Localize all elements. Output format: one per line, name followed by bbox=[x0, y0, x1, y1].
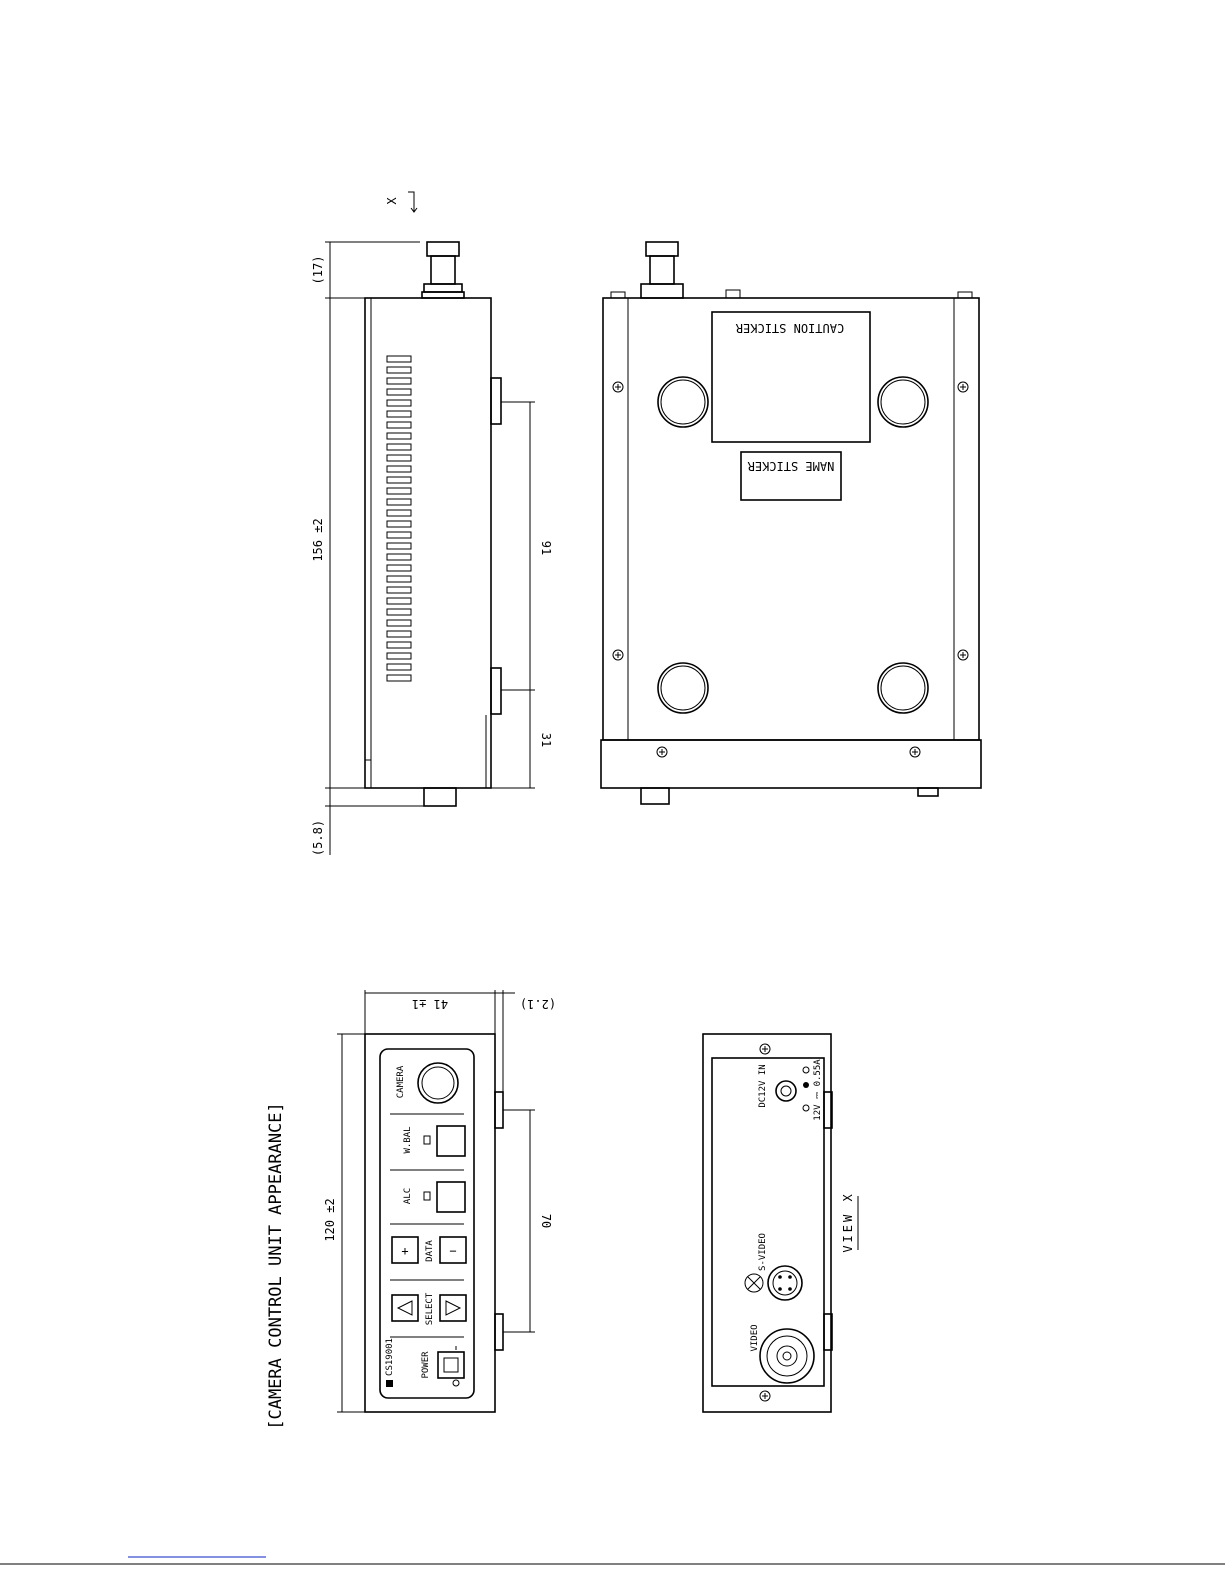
video-bnc-connector[interactable] bbox=[760, 1329, 814, 1383]
vent-slot bbox=[387, 433, 411, 439]
select-left-button[interactable] bbox=[392, 1295, 418, 1321]
select-label: SELECT bbox=[425, 1292, 435, 1325]
camera-connector[interactable] bbox=[418, 1063, 458, 1103]
ventilation-slots bbox=[387, 356, 411, 681]
rubber-foot-1 bbox=[658, 377, 708, 427]
data-label: DATA bbox=[425, 1240, 435, 1262]
alc-label: ALC bbox=[403, 1188, 413, 1204]
bottom-connector-side bbox=[424, 788, 456, 806]
foot-top bbox=[491, 378, 501, 424]
vent-slot bbox=[387, 587, 411, 593]
wbal-button[interactable] bbox=[437, 1126, 465, 1156]
vent-slot bbox=[387, 554, 411, 560]
vent-slot bbox=[387, 411, 411, 417]
wbal-label: W.BAL bbox=[403, 1126, 413, 1153]
triangle-right-icon bbox=[446, 1301, 460, 1315]
vent-slot bbox=[387, 598, 411, 604]
power-button[interactable] bbox=[438, 1352, 464, 1378]
caution-sticker-label: CAUTION STICKER bbox=[735, 321, 844, 335]
rating-label: 12V ⎓ 0.55A bbox=[813, 1059, 823, 1121]
vent-slot bbox=[387, 576, 411, 582]
vent-slot bbox=[387, 466, 411, 472]
vent-slot bbox=[387, 664, 411, 670]
dim-top-offset: (17) bbox=[311, 256, 325, 285]
vent-slot bbox=[387, 444, 411, 450]
view-x-label: VIEW X bbox=[841, 1191, 855, 1252]
minus-icon: − bbox=[449, 1244, 456, 1258]
view-arrow-icon bbox=[408, 192, 417, 212]
wbal-led bbox=[424, 1136, 430, 1144]
vent-slot bbox=[387, 488, 411, 494]
bottom-connector bbox=[641, 788, 669, 804]
bottom-view: CAUTION STICKER NAME STICKER bbox=[601, 242, 981, 804]
side-view: (17) 156 ±2 (5.8) 91 31 X bbox=[311, 192, 553, 856]
vent-slot bbox=[387, 422, 411, 428]
vent-slot bbox=[387, 367, 411, 373]
dc-in-jack[interactable] bbox=[776, 1081, 796, 1101]
vent-slot bbox=[387, 532, 411, 538]
vent-slot bbox=[387, 477, 411, 483]
vent-slot bbox=[387, 400, 411, 406]
vent-slot bbox=[387, 620, 411, 626]
dim-height: 41 ±1 bbox=[412, 997, 448, 1011]
vent-slot bbox=[387, 389, 411, 395]
video-label: VIDEO bbox=[750, 1324, 760, 1351]
vent-slot bbox=[387, 356, 411, 362]
dim-bottom-offset: (5.8) bbox=[311, 820, 325, 856]
vent-slot bbox=[387, 543, 411, 549]
bottom-view-base bbox=[601, 740, 981, 788]
vent-slot bbox=[387, 499, 411, 505]
alc-button[interactable] bbox=[437, 1182, 465, 1212]
rubber-foot-3 bbox=[658, 663, 708, 713]
bnc-connector-side bbox=[422, 242, 464, 298]
vent-slot bbox=[387, 455, 411, 461]
screws bbox=[613, 382, 968, 757]
dim-width: 120 ±2 bbox=[323, 1198, 337, 1241]
dim-length: 156 ±2 bbox=[311, 518, 325, 561]
dc-in-label: DC12V IN bbox=[758, 1064, 768, 1107]
plus-icon: + bbox=[401, 1244, 408, 1258]
foot-bottom bbox=[491, 668, 501, 714]
dim-offset-21: (2.1) bbox=[520, 997, 556, 1011]
bnc-connector-bottom-view bbox=[641, 242, 683, 298]
dim-spacing-70: 70 bbox=[539, 1214, 553, 1228]
camera-label: CAMERA bbox=[396, 1065, 406, 1098]
name-sticker-label: NAME STICKER bbox=[747, 459, 834, 473]
vent-slot bbox=[387, 653, 411, 659]
brand-logo-icon bbox=[386, 1380, 393, 1387]
dim-spacing-31: 31 bbox=[539, 733, 553, 747]
view-marker-x: X bbox=[385, 197, 399, 205]
svideo-label: S-VIDEO bbox=[758, 1233, 768, 1271]
model-label: CS19001 bbox=[385, 1338, 395, 1376]
vent-slot bbox=[387, 510, 411, 516]
triangle-left-icon bbox=[398, 1301, 412, 1315]
drawing-title: [CAMERA CONTROL UNIT APPEARANCE] bbox=[266, 1102, 286, 1430]
vent-slot bbox=[387, 521, 411, 527]
vent-slot bbox=[387, 565, 411, 571]
vent-slot bbox=[387, 609, 411, 615]
vent-slot bbox=[387, 378, 411, 384]
dim-spacing-91: 91 bbox=[539, 541, 553, 555]
front-view: CAMERA W.BAL ALC + − DATA SELECT POWER C… bbox=[323, 990, 556, 1412]
side-view-body bbox=[365, 298, 491, 788]
rubber-foot-4 bbox=[878, 663, 928, 713]
power-label: POWER bbox=[421, 1351, 431, 1379]
rubber-foot-2 bbox=[878, 377, 928, 427]
alc-led bbox=[424, 1192, 430, 1200]
vent-slot bbox=[387, 642, 411, 648]
vent-slot bbox=[387, 675, 411, 681]
rear-view: DC12V IN 12V ⎓ 0.55A S-VIDEO VIDEO VIEW … bbox=[703, 1034, 858, 1412]
select-right-button[interactable] bbox=[440, 1295, 466, 1321]
vent-slot bbox=[387, 631, 411, 637]
